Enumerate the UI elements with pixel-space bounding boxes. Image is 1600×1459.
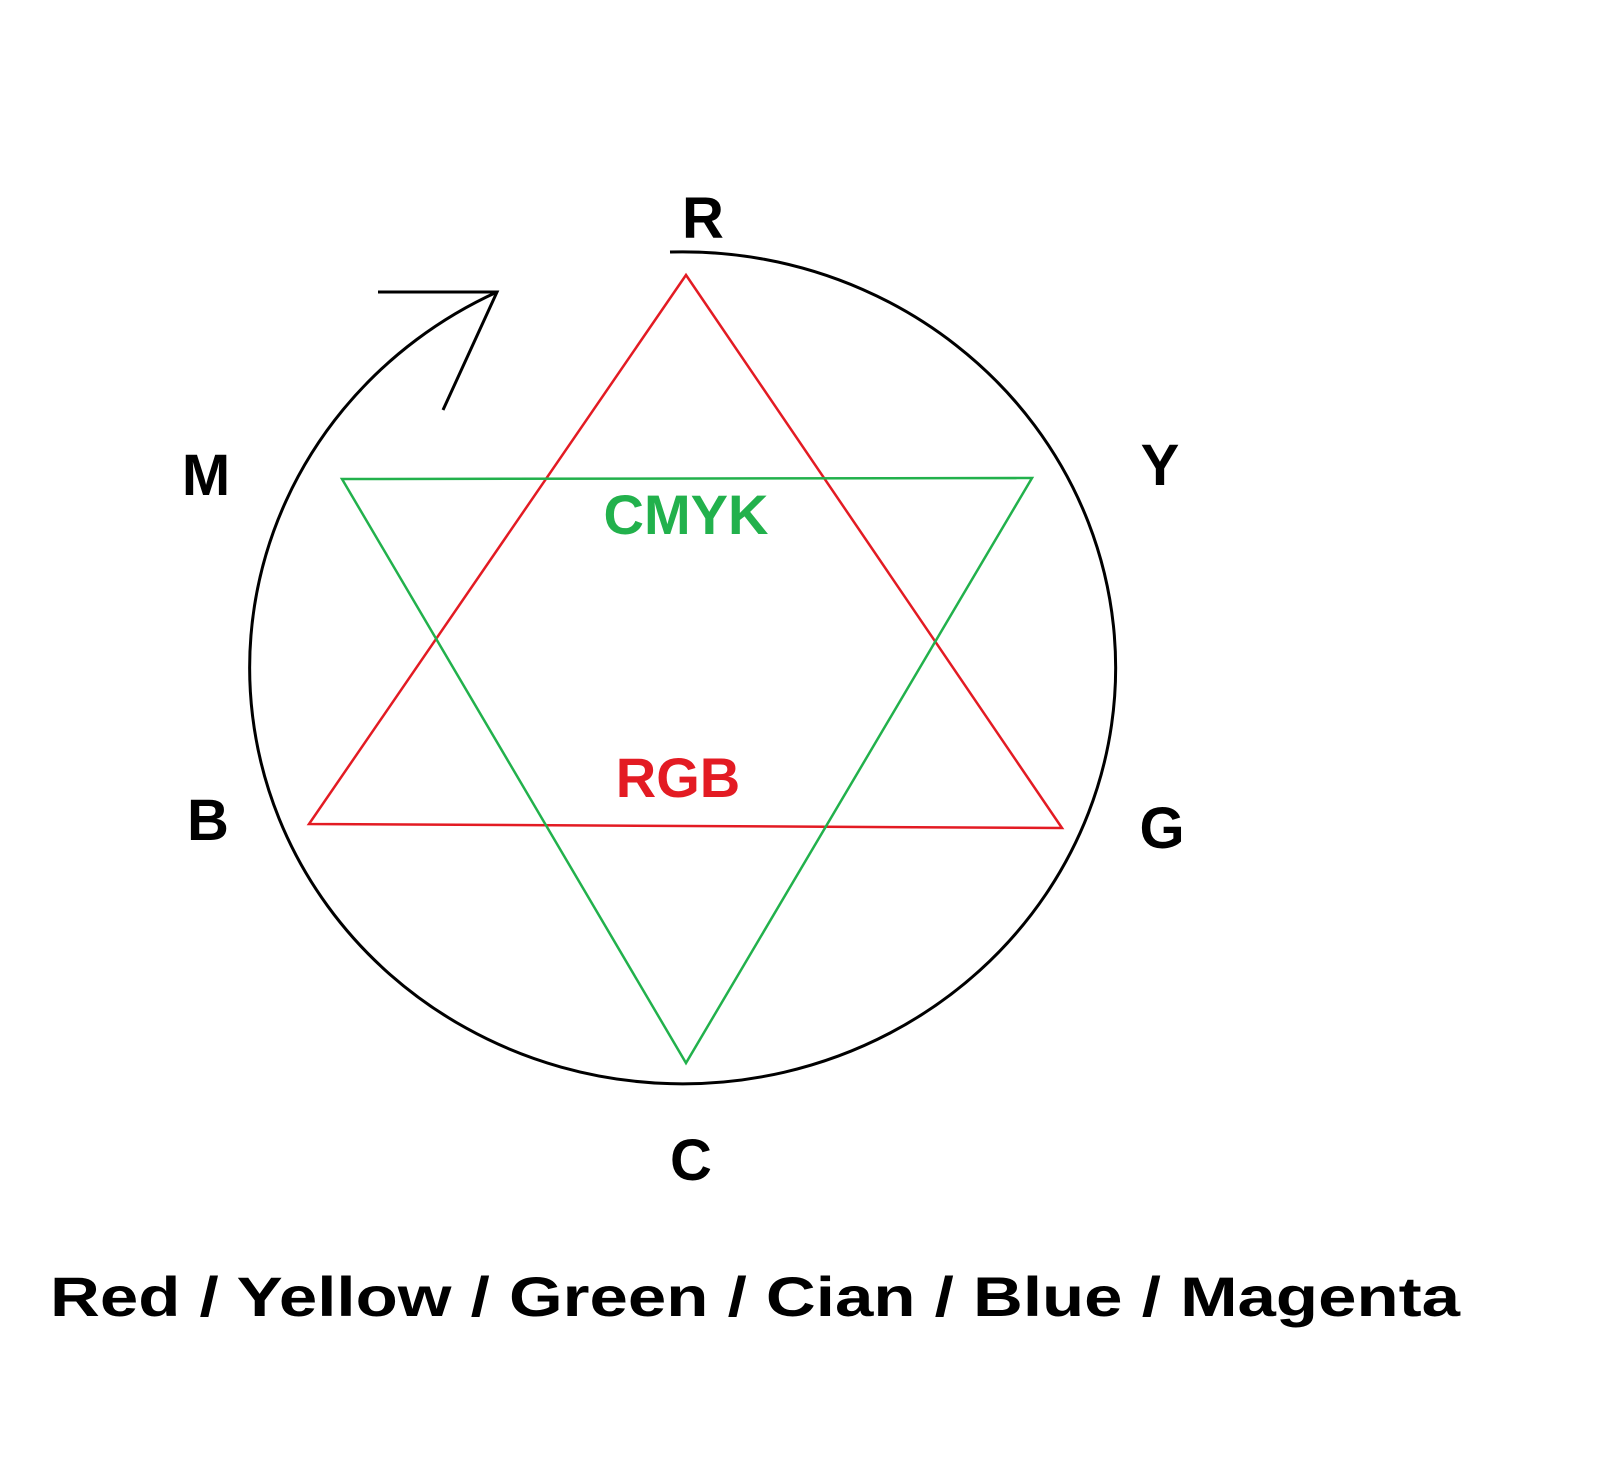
- cmyk-triangle: [339, 476, 1035, 1066]
- color-sequence-caption: Red / Yellow / Green / Cian / Blue / Mag…: [50, 1265, 1461, 1328]
- vertex-label-blue: B: [187, 788, 229, 853]
- rgb-triangle: [306, 272, 1065, 830]
- vertex-label-red: R: [682, 186, 724, 251]
- vertex-label-yellow: Y: [1141, 433, 1180, 498]
- rgb-label: RGB: [616, 746, 740, 809]
- vertex-label-green: G: [1139, 796, 1184, 861]
- rotation-arrowhead: [378, 290, 500, 411]
- rotation-circle-arc: [248, 250, 1118, 1086]
- vertex-label-cyan: C: [670, 1128, 712, 1193]
- vertex-label-magenta: M: [182, 443, 230, 508]
- cmyk-label: CMYK: [604, 483, 769, 546]
